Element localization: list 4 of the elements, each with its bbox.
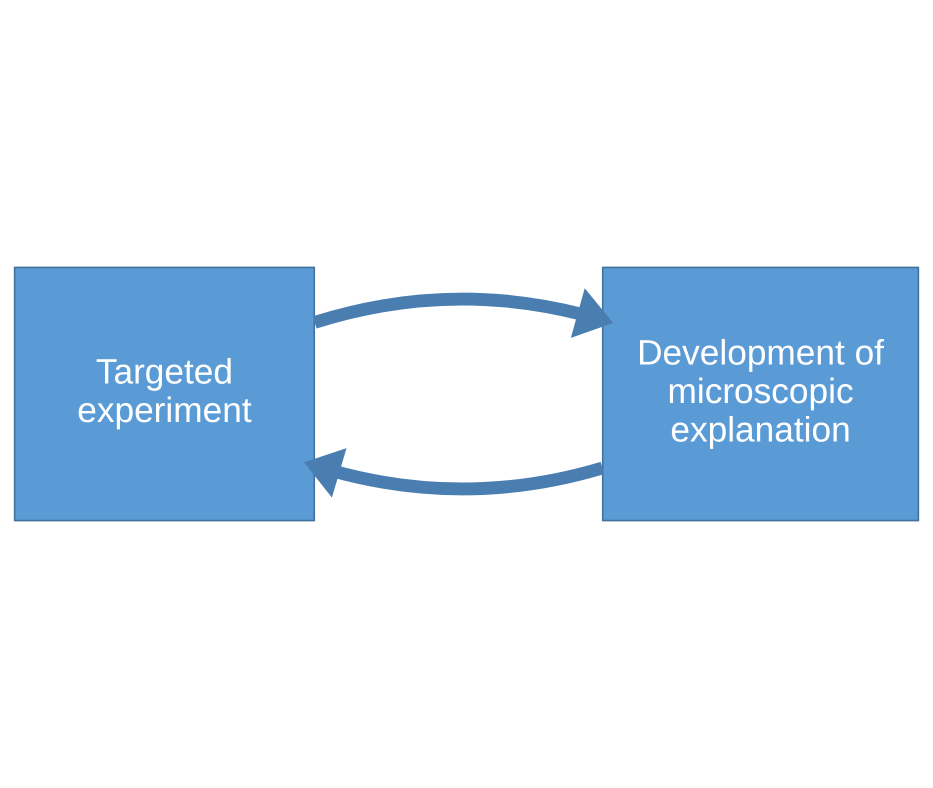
node-box: Development of microscopic explanation: [602, 266, 920, 522]
node-box: Targeted experiment: [14, 266, 316, 522]
arrow: [312, 288, 614, 338]
arrow: [304, 448, 604, 498]
